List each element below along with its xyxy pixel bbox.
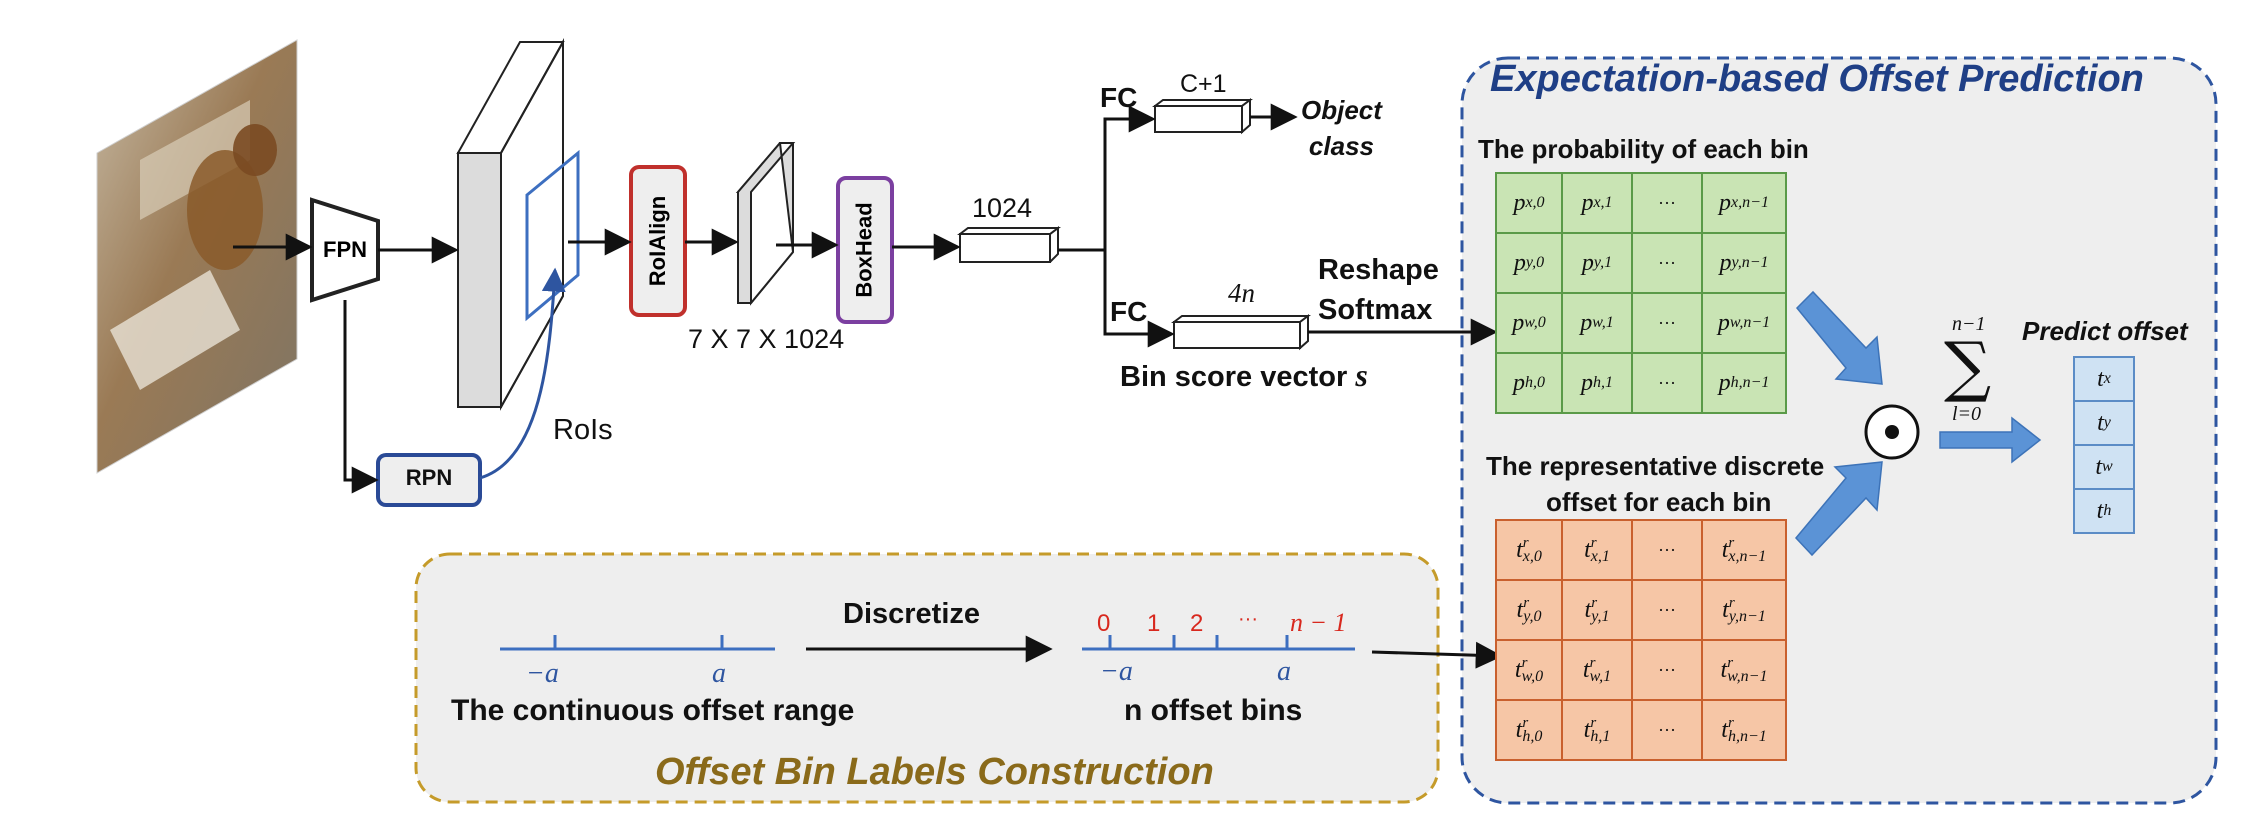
fc-vector-bins [1171, 314, 1311, 351]
prob-table-title: The probability of each bin [1478, 134, 1809, 164]
bins-pos-a: a [1277, 656, 1291, 687]
repr-cell: ··· [1631, 579, 1703, 641]
bin-index-2: 2 [1190, 610, 1204, 637]
input-image [96, 39, 298, 474]
rpn-label: RPN [405, 465, 453, 490]
pooled-feature-slab [735, 142, 796, 306]
bin-panel-title: Offset Bin Labels Construction [655, 751, 1214, 793]
rois-curve [479, 267, 566, 480]
sum-symbol: ∑ [1944, 328, 1992, 405]
prob-cell: ··· [1631, 292, 1703, 354]
feature-size-label: 7 X 7 X 1024 [688, 324, 845, 354]
roialign-label: RoIAlign [645, 195, 670, 287]
bin-index-1: 1 [1147, 610, 1161, 637]
prob-cell: ··· [1631, 352, 1703, 414]
sum-lower-limit: l=0 [1952, 403, 1982, 425]
feature-map-box [456, 38, 565, 411]
repr-table-title-line1: The representative discrete [1486, 451, 1825, 481]
expectation-panel-title: Expectation-based Offset Prediction [1490, 58, 2144, 100]
bin-index-last: n − 1 [1290, 608, 1347, 637]
big-arrow-repr [1794, 461, 1883, 557]
fc-top-label: FC [1100, 82, 1138, 113]
repr-table-title-line2: offset for each bin [1546, 487, 1772, 517]
fpn-block [310, 197, 380, 303]
connectors [233, 103, 1503, 669]
sum-upper-limit: n−1 [1952, 313, 1986, 335]
bin-labels-panel-box [414, 552, 1440, 804]
discretize-label: Discretize [843, 598, 981, 630]
continuous-range-label: The continuous offset range [451, 694, 855, 727]
fc-vector-class [1152, 98, 1253, 135]
fc-vector-1024-label: 1024 [972, 193, 1033, 223]
fc-vector-1024 [957, 226, 1061, 263]
continuous-pos-a: a [712, 658, 726, 689]
repr-cell: ··· [1631, 639, 1703, 701]
prob-cell: ··· [1631, 172, 1703, 234]
boxhead-label: BoxHead [852, 202, 878, 298]
bin-index-0: 0 [1097, 610, 1111, 637]
prob-cell: ··· [1631, 232, 1703, 294]
roi-box [525, 149, 580, 322]
repr-cell: ··· [1631, 699, 1703, 761]
repr-cell: ··· [1631, 519, 1703, 581]
bins-neg-a: −a [1100, 656, 1133, 687]
bin-index-ellipsis: ··· [1238, 608, 1258, 630]
object-class-label: Object class [1301, 95, 1382, 161]
predict-offset-title: Predict offset [2022, 316, 2188, 346]
continuous-range-line [500, 635, 775, 651]
fc-bottom-label: FC [1110, 296, 1148, 327]
bin-score-vector-label: Bin score vector s [1120, 357, 1368, 393]
bins-line [1082, 635, 1355, 651]
class-dim-label: C+1 [1180, 70, 1227, 98]
big-arrow-predict [1939, 416, 2042, 464]
fpn-label: FPN [323, 237, 367, 262]
big-arrow-prob [1795, 290, 1883, 385]
continuous-neg-a: −a [526, 658, 559, 689]
rois-label: RoIs [553, 414, 613, 446]
reshape-softmax-label: Reshape Softmax [1318, 254, 1439, 326]
bins-dim-label: 4n [1228, 278, 1255, 308]
offset-bins-label: n offset bins [1124, 694, 1303, 727]
